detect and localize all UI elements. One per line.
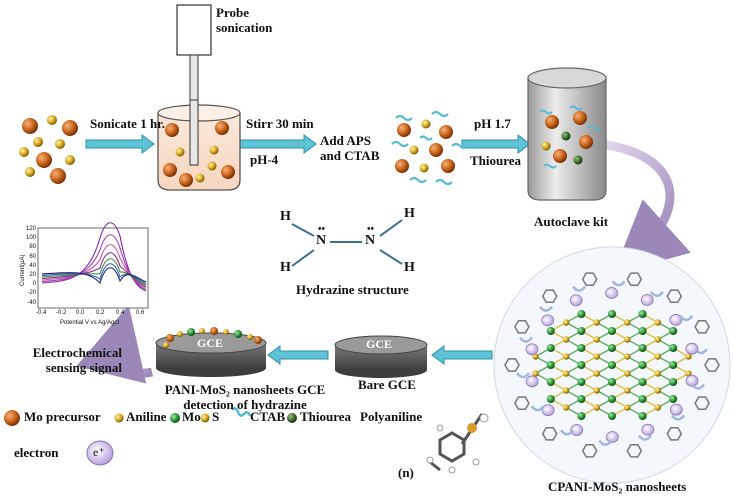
stirr-label: Stirr 30 min — [246, 116, 314, 131]
cv-curve — [41, 267, 147, 285]
plot-ytick: 60 — [29, 253, 36, 260]
plot-ytick: 40 — [29, 262, 36, 269]
beaker — [157, 4, 241, 191]
ph17-label: pH 1.7 — [474, 116, 511, 131]
pani-gce-disk-label: GCE — [197, 336, 224, 350]
polyaniline-molecule — [426, 413, 489, 474]
cv-curves — [41, 222, 147, 292]
curved-arrow-signal — [76, 305, 153, 384]
cv-curve — [41, 258, 147, 286]
arrow-ph17 — [461, 134, 531, 154]
legend-mo-precursor: Mo precursor — [24, 409, 101, 424]
hydrazine-bonds — [291, 219, 403, 267]
plot-ytick: 120 — [25, 226, 36, 232]
bare-gce-label: Bare GCE — [358, 377, 416, 392]
arrow-to-bare-gce — [431, 345, 493, 365]
pani-gce-label: PANI-MoS₂ nanosheets GCE detection of hy… — [164, 382, 326, 412]
pani-gce-disk — [155, 327, 267, 377]
bare-gce-disk-label: GCE — [366, 337, 393, 351]
curved-arrow-autoclave — [589, 138, 691, 275]
cv-curve — [41, 263, 147, 285]
legend-thiourea: Thiourea — [300, 409, 352, 424]
plot-xtick: 0.2 — [96, 310, 105, 316]
sonicate-label: Sonicate 1 hr. — [90, 116, 165, 131]
arrow-to-pani-gce — [267, 345, 329, 365]
legend-electron: electron — [14, 445, 59, 460]
plot-ytick: 100 — [25, 235, 36, 242]
hydrazine-n-left: N — [316, 233, 327, 248]
probe-sonication-label: Probe sonication — [216, 5, 273, 35]
hydrazine-title: Hydrazine structure — [296, 282, 409, 297]
autoclave — [527, 67, 607, 201]
bare-gce-disk — [334, 335, 428, 378]
hydrazine-h-top-right: H — [404, 206, 415, 221]
hydrazine-h-bottom-right: H — [404, 260, 415, 275]
arrow-sonicate — [85, 134, 155, 154]
plot-ytick: 80 — [29, 244, 36, 251]
plot-ytick: -40 — [27, 299, 36, 306]
mo-precursor-cluster — [19, 115, 78, 184]
legend-aniline: Aniline — [126, 409, 167, 424]
plot-ytick: 20 — [29, 272, 36, 278]
legend-polyaniline: Polyaniline — [360, 409, 423, 424]
polyaniline-n: (n) — [398, 465, 414, 480]
plot-ytick: 0 — [32, 281, 36, 288]
lone-pair-left: •• — [318, 224, 326, 235]
hydrazine-h-top-left: H — [280, 209, 291, 224]
cv-plot — [37, 222, 149, 309]
plot-xtick: 0.6 — [136, 310, 145, 316]
plot-xlabel: Potential V vs Ag/AgcI — [60, 320, 120, 326]
ph4-label: pH-4 — [250, 152, 279, 167]
legend-ctab: CTAB — [250, 409, 286, 424]
plot-ytick: -20 — [27, 290, 36, 297]
electrochemical-signal-label: Electrochemical sensing signal — [32, 345, 122, 375]
autoclave-label: Autoclave kit — [534, 214, 609, 229]
legend-mo: Mo — [182, 409, 201, 424]
plot-xtick: 0.0 — [76, 310, 85, 316]
add-aps-label: Add APS and CTAB — [320, 133, 380, 163]
cpani-label: CPANI-MoS₂ nanosheets — [548, 479, 687, 494]
lone-pair-right: •• — [367, 224, 375, 235]
thiourea-step-label: Thiourea — [470, 153, 522, 168]
hydrazine-n-right: N — [365, 233, 376, 248]
nanosheet-lattice — [493, 246, 731, 484]
plot-xtick: 0.4 — [116, 310, 125, 316]
legend-icons — [4, 407, 297, 466]
arrow-stirr — [237, 134, 317, 154]
ctab-cluster — [391, 110, 469, 186]
plot-xtick: -0.4 — [36, 310, 47, 316]
step-arrows — [85, 134, 531, 365]
electron-symbol: e⁺ — [93, 445, 105, 459]
plot-xtick: -0.2 — [56, 310, 67, 316]
hydrazine-h-bottom-left: H — [280, 260, 291, 275]
legend-s: S — [212, 409, 220, 424]
